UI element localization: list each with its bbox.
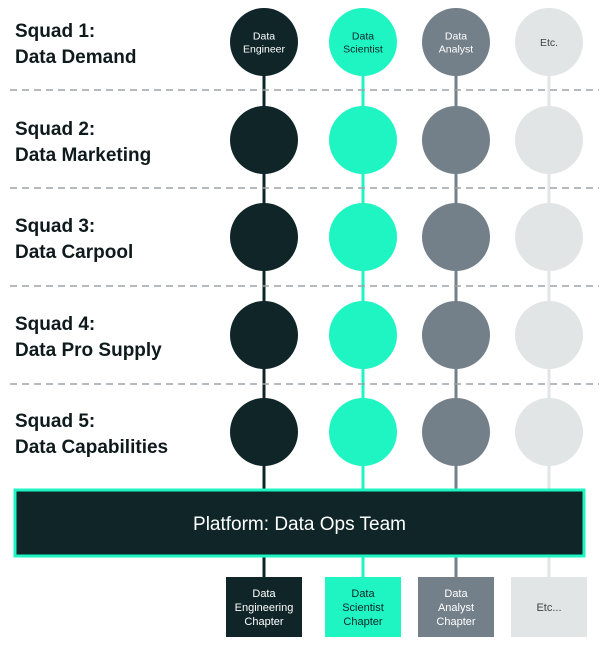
role-circle-analyst <box>422 8 490 76</box>
role-circle-analyst <box>422 301 490 369</box>
role-label-scientist: Scientist <box>343 44 383 56</box>
role-label-engineer: Engineer <box>243 44 286 56</box>
squad-separators <box>10 89 599 385</box>
squad-title-line2: Data Capabilities <box>15 437 168 458</box>
role-circle-scientist <box>329 301 397 369</box>
squad-title-line1: Squad 3: <box>15 216 95 237</box>
squad-title-line1: Squad 1: <box>15 21 95 42</box>
squad-title-line2: Data Demand <box>15 47 136 68</box>
chapter-box-etc: Etc... <box>511 577 587 637</box>
chapter-label: Etc... <box>536 602 561 614</box>
squad-row-3: Squad 3: Data Carpool <box>15 203 583 271</box>
squad-row-1: Squad 1:Data DemandDataEngineerDataScien… <box>15 8 583 76</box>
chapter-label: Data <box>252 588 276 600</box>
role-circle-scientist <box>329 203 397 271</box>
squad-title-line1: Squad 2: <box>15 119 95 140</box>
role-circle-analyst <box>422 203 490 271</box>
role-circle-scientist <box>329 106 397 174</box>
squad-title-line2: Data Pro Supply <box>15 340 162 361</box>
role-circle-scientist <box>329 8 397 76</box>
role-circle-engineer <box>230 301 298 369</box>
squad-row-5: Squad 5: Data Capabilities <box>15 398 583 466</box>
chapter-label: Chapter <box>343 616 382 628</box>
platform-label: Platform: Data Ops Team <box>193 514 406 535</box>
role-circle-engineer <box>230 106 298 174</box>
chapter-box-bg <box>511 577 587 637</box>
role-label-scientist: Data <box>352 31 374 43</box>
chapter-box-bg <box>226 577 302 637</box>
squad-row-2: Squad 2: Data Marketing <box>15 106 583 174</box>
chapter-label: Chapter <box>244 616 283 628</box>
role-circle-scientist <box>329 398 397 466</box>
role-label-engineer: Data <box>253 31 275 43</box>
chapter-label: Engineering <box>235 602 294 614</box>
chapter-label: Data <box>444 588 468 600</box>
chapter-label: Analyst <box>438 602 474 614</box>
chapter-box-bg <box>418 577 494 637</box>
role-circle-engineer <box>230 203 298 271</box>
platform-band: Platform: Data Ops Team <box>13 488 586 558</box>
role-circle-analyst <box>422 106 490 174</box>
chapter-boxes: DataEngineeringChapterDataScientistChapt… <box>226 577 587 637</box>
chapter-label: Data <box>351 588 375 600</box>
chapter-label: Scientist <box>342 602 384 614</box>
role-circle-etc <box>515 301 583 369</box>
role-circle-etc <box>515 203 583 271</box>
role-circle-etc <box>515 106 583 174</box>
squad-title-line2: Data Carpool <box>15 242 133 263</box>
role-label-etc: Etc. <box>540 37 558 49</box>
chapter-box-bg <box>325 577 401 637</box>
role-circle-engineer <box>230 8 298 76</box>
role-label-analyst: Data <box>445 31 467 43</box>
chapter-label: Chapter <box>436 616 475 628</box>
role-circle-engineer <box>230 398 298 466</box>
squad-title-line2: Data Marketing <box>15 145 151 166</box>
platform-band-box <box>13 488 586 558</box>
role-circle-etc <box>515 398 583 466</box>
role-circle-analyst <box>422 398 490 466</box>
role-label-analyst: Analyst <box>439 44 474 56</box>
squad-title-line1: Squad 5: <box>15 411 95 432</box>
role-circle-etc <box>515 8 583 76</box>
squad-title-line1: Squad 4: <box>15 314 95 335</box>
squad-rows: Squad 1:Data DemandDataEngineerDataScien… <box>15 8 583 466</box>
squad-row-4: Squad 4: Data Pro Supply <box>15 301 583 369</box>
